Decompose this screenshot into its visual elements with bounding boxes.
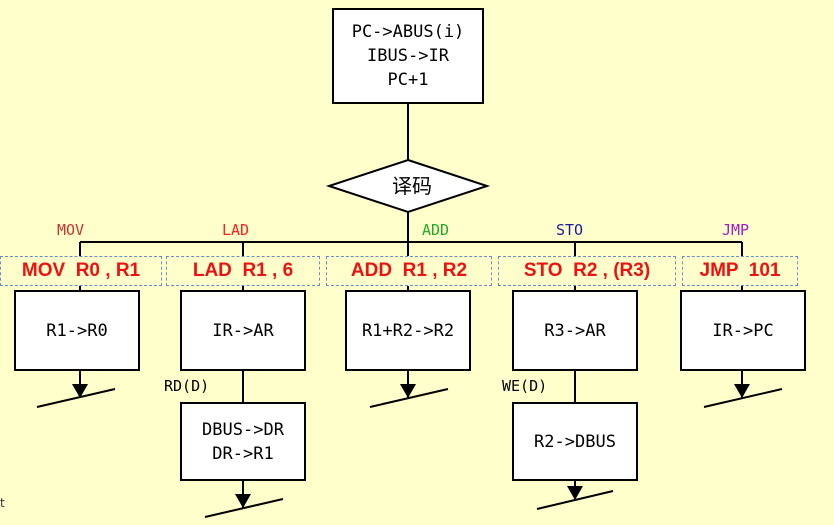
opcode-label-lad: LAD [222,221,250,239]
step-line: DR->R1 [212,443,274,464]
fetch-box: PC->ABUS(i) IBUS->IR PC+1 [332,8,484,104]
jmp-step-box: IR->PC [680,290,806,371]
instruction-label-lad: LAD R1 , 6 [166,256,320,286]
opcode-label-sto: STO [556,221,584,239]
fetch-line: IBUS->IR [367,46,449,66]
add-end-slash [369,388,449,408]
instruction-label-mov: MOV R0 , R1 [0,256,162,286]
step-line: R1+R2->R2 [361,320,455,341]
decode-label: 译码 [392,174,432,198]
opcode-label-jmp: JMP [722,221,750,239]
mov-step-box: R1->R0 [14,290,140,371]
add-step-box: R1+R2->R2 [345,290,471,371]
sto-step-box: R3->AR [512,290,638,371]
step-line: IR->PC [712,320,774,341]
opcode-label-mov: MOV [57,221,85,239]
mov-end-slash [36,388,116,408]
mov-exit-arrow [72,384,88,398]
sto-signal-label: WE(D) [502,377,548,395]
stray-text: t [0,496,5,510]
add-exit-arrow [400,384,416,398]
sto-memory-box: R2->DBUS [512,402,638,481]
step-line: R3->AR [544,320,606,341]
sto-exit-arrow [567,486,583,500]
lad-signal-label: RD(D) [164,377,210,395]
step-line: R1->R0 [46,320,108,341]
instruction-label-jmp: JMP 101 [682,256,798,286]
lad-exit-arrow [235,494,251,508]
step-line: R2->DBUS [534,431,616,452]
lad-end-slash [204,498,284,518]
opcode-label-add: ADD [422,221,450,239]
lad-memory-box: DBUS->DR DR->R1 [180,402,306,481]
fetch-line: PC->ABUS(i) [351,22,465,42]
jmp-end-slash [703,388,783,408]
step-line: IR->AR [212,320,274,341]
jmp-exit-arrow [734,384,750,398]
instruction-label-sto: STO R2 , (R3) [498,256,676,286]
step-line: DBUS->DR [202,419,284,440]
fetch-line: PC+1 [387,70,429,90]
instruction-label-add: ADD R1 , R2 [326,256,492,286]
lad-step-box: IR->AR [180,290,306,371]
